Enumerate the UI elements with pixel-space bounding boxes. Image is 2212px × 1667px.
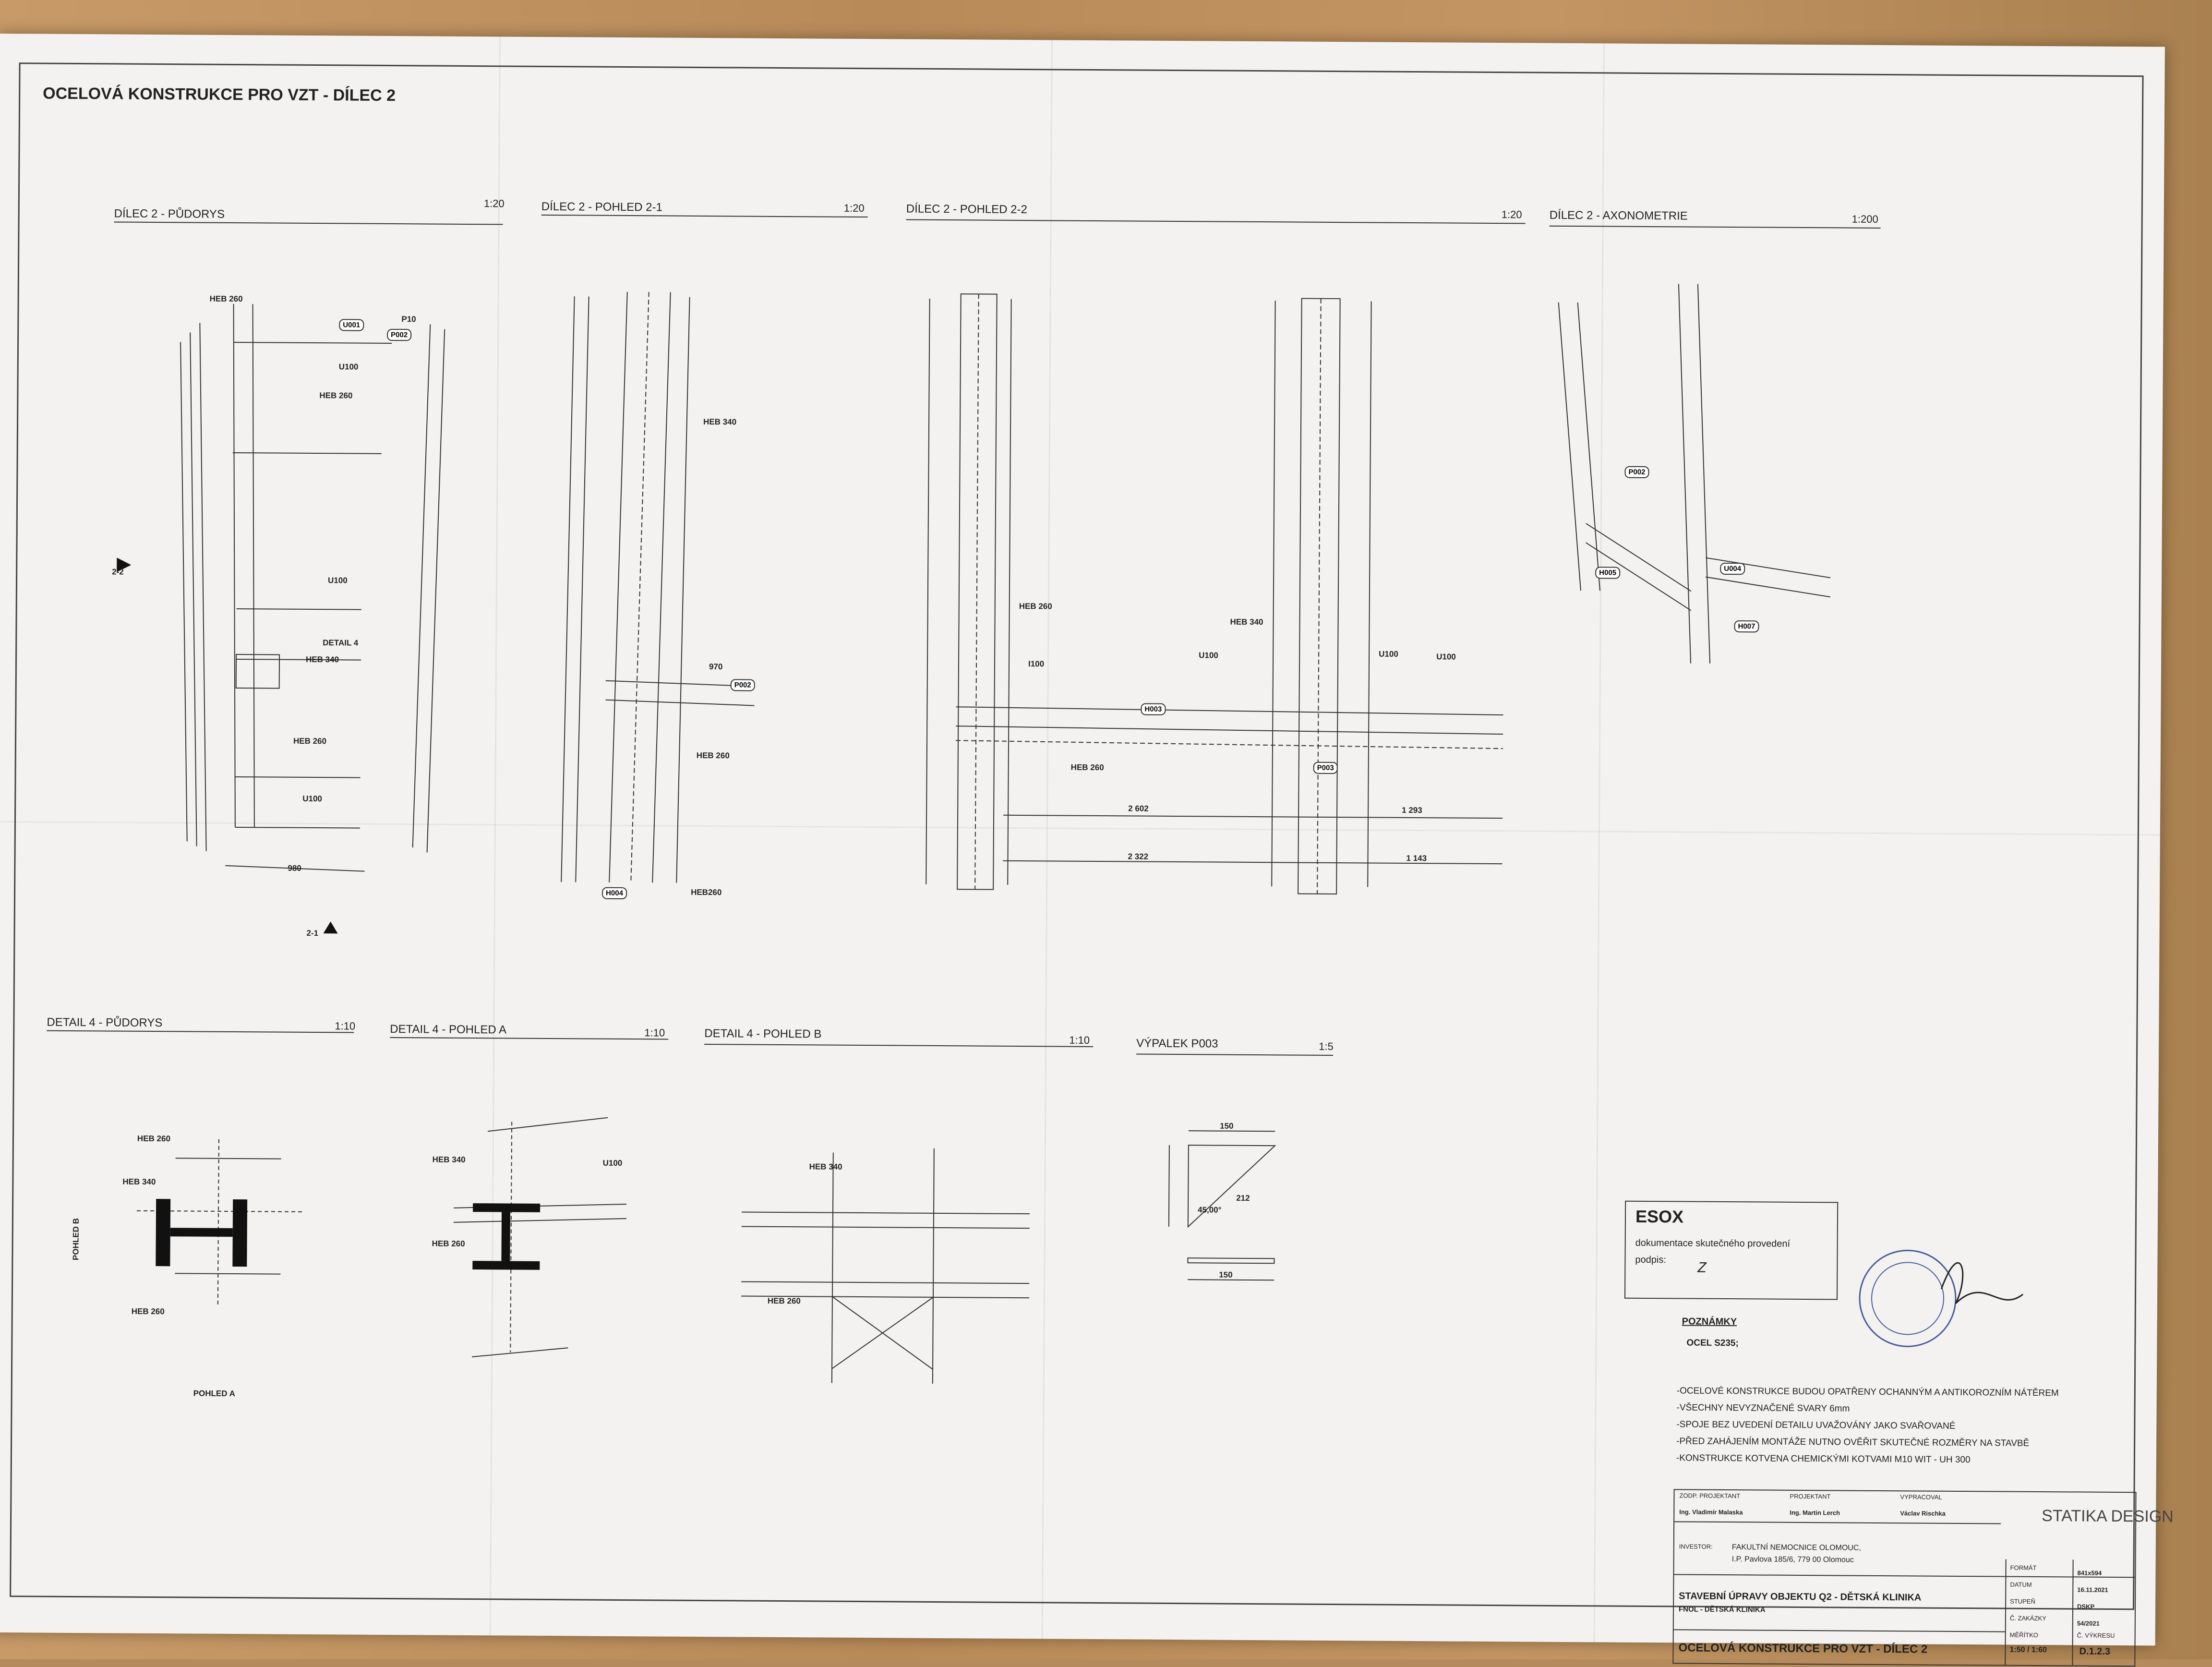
tb-value: 841x594 <box>2077 1569 2102 1577</box>
member-label: HEB 260 <box>319 391 353 400</box>
dimension: 212 <box>1236 1193 1250 1203</box>
tb-drawing-title: OCELOVÁ KONSTRUKCE PRO VZT - DÍLEC 2 <box>1678 1641 1928 1656</box>
tb-label: FORMÁT <box>2010 1564 2037 1571</box>
notes-item: -PŘED ZAHÁJENÍM MONTÁŽE NUTNO OVĚŘIT SKU… <box>1676 1436 2030 1449</box>
notes-item: -VŠECHNY NEVYZNAČENÉ SVARY 6mm <box>1676 1402 1850 1414</box>
tb-label: Č. ZAKÁZKY <box>2009 1614 2046 1622</box>
title-block: ZODP. PROJEKTANT Ing. Vladimír Malaska P… <box>1672 1489 2174 1667</box>
member-label: P10 <box>401 314 416 324</box>
esox-line2: podpis: <box>1635 1254 1667 1266</box>
member-label: HEB 260 <box>1070 762 1104 773</box>
part-tag: H004 <box>602 887 627 900</box>
dimension: 2 602 <box>1128 804 1149 813</box>
part-tag: H005 <box>1595 567 1621 579</box>
drawing-linework <box>117 284 2023 1384</box>
member-label: HEB 260 <box>137 1134 170 1144</box>
tb-value: 1:50 / 1:60 <box>2009 1645 2047 1655</box>
member-label: HEB 340 <box>703 417 737 427</box>
part-tag: U001 <box>339 319 364 331</box>
tb-label: INVESTOR: <box>1679 1543 1713 1550</box>
dimension: 150 <box>1220 1121 1234 1131</box>
member-label: DETAIL 4 <box>323 638 359 648</box>
member-label: HEB 340 <box>432 1155 466 1164</box>
esox-line1: dokumentace skutečného provedení <box>1635 1237 1791 1249</box>
member-label: U100 <box>602 1158 623 1168</box>
part-tag: H007 <box>1734 620 1759 633</box>
tb-investor: FAKULTNÍ NEMOCNICE OLOMOUC, <box>1731 1543 1861 1552</box>
member-label: HEB 260 <box>696 750 730 761</box>
member-label: HEB 260 <box>432 1239 465 1248</box>
tb-value: D.1.2.3 <box>2079 1646 2111 1657</box>
part-tag: P002 <box>1624 466 1649 479</box>
member-label: HEB 260 <box>767 1296 801 1306</box>
member-label: U100 <box>1199 651 1218 660</box>
notes-item: -SPOJE BEZ UVEDENÍ DETAILU UVAŽOVÁNY JAK… <box>1676 1419 1956 1431</box>
member-label: U100 <box>302 794 322 804</box>
notes-heading: POZNÁMKY <box>1682 1316 1737 1328</box>
tb-project-sub: FNOL - DĚTSKÁ KLINIKA <box>1678 1605 1766 1614</box>
tb-project: STAVEBNÍ ÚPRAVY OBJEKTU Q2 - DĚTSKÁ KLIN… <box>1679 1591 1922 1603</box>
esox-stamp: ESOX dokumentace skutečného provedení po… <box>1624 1200 1839 1300</box>
member-label: U100 <box>338 362 359 372</box>
member-label: HEB 260 <box>293 736 327 746</box>
view-mark: 2-2 <box>112 567 124 577</box>
dimension: 2 322 <box>1128 852 1149 861</box>
esox-signature: Z <box>1697 1259 1707 1276</box>
member-label: U100 <box>327 576 348 585</box>
view-mark: 2-1 <box>306 928 319 938</box>
tb-label: ZODP. PROJEKTANT <box>1679 1492 1741 1500</box>
tb-label: DATUM <box>2010 1581 2032 1588</box>
notes-item: -KONSTRUKCE KOTVENA CHEMICKÝMI KOTVAMI M… <box>1676 1453 1971 1465</box>
tb-value: 16.11.2021 <box>2077 1586 2108 1594</box>
member-label: HEB 260 <box>131 1306 165 1317</box>
tb-label: Č. VÝKRESU <box>2077 1631 2115 1639</box>
member-label: HEB 260 <box>1019 601 1052 611</box>
dimension: 45,00° <box>1198 1205 1222 1215</box>
dimension: 970 <box>709 662 723 672</box>
esox-logo: ESOX <box>1635 1206 1684 1227</box>
dimension: 150 <box>1219 1270 1233 1280</box>
view-mark: POHLED A <box>193 1389 235 1399</box>
member-label: HEB 340 <box>1230 617 1263 627</box>
part-tag: U004 <box>1720 562 1745 575</box>
member-label: HEB 340 <box>809 1162 842 1172</box>
tb-label: VYPRACOVAL <box>1900 1493 1942 1501</box>
member-label: U100 <box>1436 652 1456 662</box>
tb-investor-address: I.P. Pavlova 185/6, 779 00 Olomouc <box>1731 1555 1854 1564</box>
part-tag: H003 <box>1141 703 1166 715</box>
tb-value: Václav Rischka <box>1900 1510 1946 1517</box>
tb-label: PROJEKTANT <box>1790 1492 1831 1500</box>
tb-label: MĚŘÍTKO <box>2009 1631 2038 1639</box>
part-tag: P002 <box>730 679 755 691</box>
notes-steel: OCEL S235; <box>1686 1338 1739 1349</box>
member-label: U100 <box>1379 649 1398 659</box>
member-label: I100 <box>1028 659 1045 669</box>
dimension: 980 <box>288 863 301 873</box>
member-label: HEB 340 <box>305 654 339 664</box>
tb-value: Ing. Martin Lerch <box>1790 1509 1840 1517</box>
dimension: 1 143 <box>1406 853 1427 863</box>
drawing-sheet: OCELOVÁ KONSTRUKCE PRO VZT - DÍLEC 2 DÍL… <box>0 34 2174 1667</box>
tb-label: STUPEŇ <box>2010 1597 2035 1605</box>
view-mark: POHLED B <box>71 1218 81 1260</box>
tb-value: DSKP <box>2077 1603 2095 1610</box>
dimension: 1 293 <box>1402 805 1422 815</box>
tb-company: STATIKA DESIGN <box>2042 1507 2174 1526</box>
member-label: HEB 340 <box>122 1177 156 1187</box>
tb-value: Ing. Vladimír Malaska <box>1679 1508 1743 1516</box>
member-label: HEB260 <box>691 887 722 897</box>
member-label: HEB 260 <box>209 294 243 304</box>
tb-value: 54/2021 <box>2077 1619 2100 1627</box>
part-tag: P003 <box>1313 761 1338 774</box>
part-tag: P002 <box>387 328 412 341</box>
